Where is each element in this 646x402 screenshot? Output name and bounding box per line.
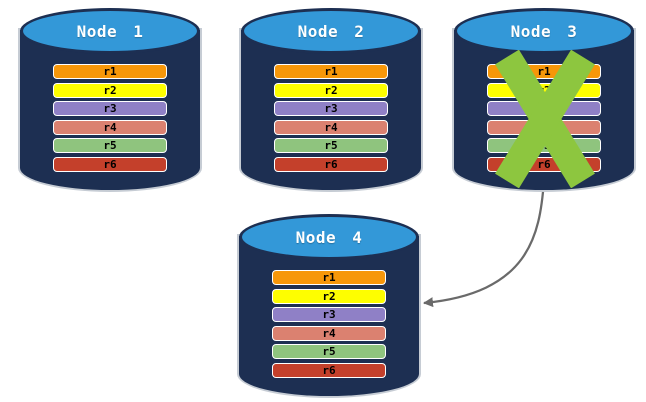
row-r2: r2 — [272, 288, 386, 304]
row-r4: r4 — [53, 119, 167, 135]
row-r5: r5 — [53, 138, 167, 153]
row-r3: r3 — [274, 101, 388, 116]
node-1: Node 1 r1 r2 r3 r4 r5 r6 — [20, 8, 200, 190]
node-2-cylinder-top: Node 2 — [241, 8, 421, 54]
row-r2: r2 — [53, 82, 167, 98]
node-4-rows: r1 r2 r3 r4 r5 r6 — [272, 270, 386, 381]
row-r1: r1 — [272, 270, 386, 285]
row-r2: r2 — [274, 82, 388, 98]
node-1-rows: r1 r2 r3 r4 r5 r6 — [53, 64, 167, 175]
node-2: Node 2 r1 r2 r3 r4 r5 r6 — [241, 8, 421, 190]
row-r4: r4 — [272, 325, 386, 341]
node-3-label: Node 3 — [510, 21, 578, 41]
node-2-rows: r1 r2 r3 r4 r5 r6 — [274, 64, 388, 175]
node-4-cylinder-top: Node 4 — [239, 214, 419, 260]
node-4-label: Node 4 — [295, 227, 363, 247]
row-r5: r5 — [274, 138, 388, 153]
node-3-cylinder-top: Node 3 — [454, 8, 634, 54]
row-r6: r6 — [53, 156, 167, 172]
row-r6: r6 — [274, 156, 388, 172]
node-2-label: Node 2 — [297, 21, 365, 41]
row-r1: r1 — [274, 64, 388, 79]
failure-x-icon — [495, 50, 595, 188]
node-1-cylinder-top: Node 1 — [20, 8, 200, 54]
node-4: Node 4 r1 r2 r3 r4 r5 r6 — [239, 214, 419, 396]
row-r5: r5 — [272, 344, 386, 359]
row-r3: r3 — [53, 101, 167, 116]
node-1-label: Node 1 — [76, 21, 144, 41]
row-r6: r6 — [272, 362, 386, 378]
node-3: Node 3 r1 r2 r3 r4 r5 r6 — [454, 8, 634, 190]
row-r1: r1 — [53, 64, 167, 79]
row-r4: r4 — [274, 119, 388, 135]
row-r3: r3 — [272, 307, 386, 322]
